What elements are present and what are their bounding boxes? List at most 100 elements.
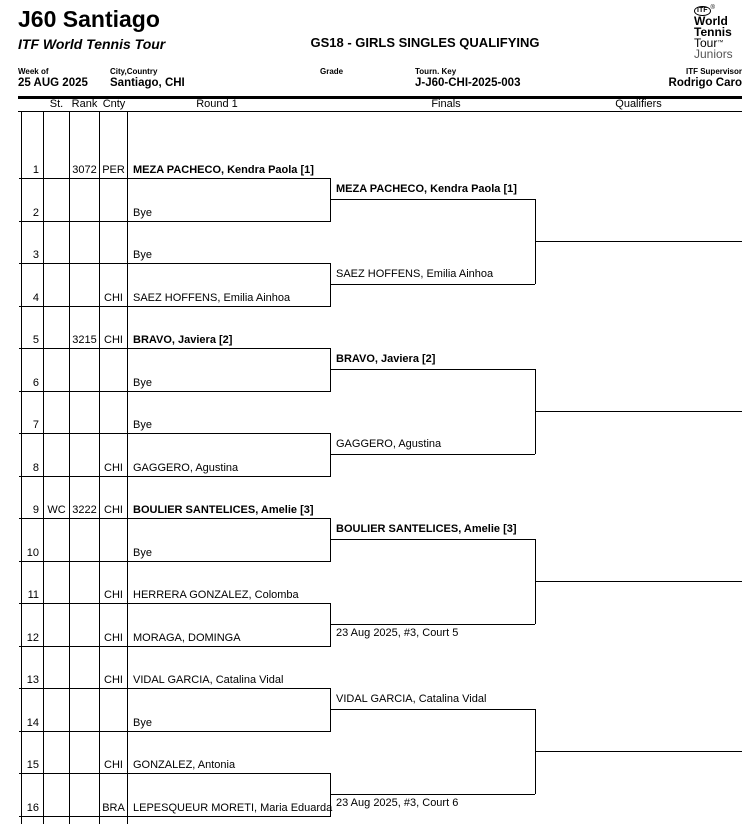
row-country: CHI [104, 589, 123, 601]
row-position: 3 [32, 249, 39, 261]
draw-row-6: 6 Bye [19, 374, 331, 392]
itf-juniors-logo: ITF® World Tennis Tour™ Juniors [694, 3, 754, 60]
row-country: PER [102, 164, 125, 176]
bracket-connector-r1-m7 [330, 688, 331, 731]
tourn-key-label: Tourn. Key [415, 67, 457, 76]
bracket-connector-r1-m1 [330, 178, 331, 221]
finals-entry: VIDAL GARCIA, Catalina Vidal [336, 693, 487, 705]
logo-word-tennis: Tennis [694, 25, 732, 39]
row-position: 4 [32, 292, 39, 304]
row-rank: 3072 [72, 164, 97, 176]
header-underline [18, 111, 742, 112]
qualifier-slot-line-2 [535, 411, 742, 412]
column-header-rank: Rank [71, 98, 98, 110]
row-position: 13 [26, 674, 39, 686]
row-country: CHI [104, 674, 123, 686]
draw-row-7: 7 Bye [19, 416, 331, 434]
player-name: GAGGERO, Agustina [133, 462, 239, 474]
finals-slot-line-6 [331, 624, 535, 625]
row-country: BRA [102, 802, 125, 814]
finals-entry: BRAVO, Javiera [2] [336, 353, 436, 365]
bracket-connector-r1-m3 [330, 348, 331, 391]
finals-entry: BOULIER SANTELICES, Amelie [3] [336, 523, 517, 535]
finals-slot-line-7 [331, 709, 535, 710]
finals-slot-line-1 [331, 199, 535, 200]
finals-slot-line-2 [331, 284, 535, 285]
bracket-connector-r1-m4 [330, 433, 331, 476]
week-of-value: 25 AUG 2025 [18, 77, 88, 89]
draw-row-14: 14 Bye [19, 714, 331, 732]
bracket-connector-r1-m2 [330, 263, 331, 306]
row-country: CHI [104, 334, 123, 346]
row-position: 15 [26, 759, 39, 771]
player-name: SAEZ HOFFENS, Emilia Ainhoa [133, 292, 291, 304]
row-country: CHI [104, 759, 123, 771]
logo-word-juniors: Juniors [694, 47, 733, 61]
finals-slot-line-3 [331, 369, 535, 370]
player-name: BRAVO, Javiera [2] [133, 334, 233, 346]
column-header-round1: Round 1 [196, 98, 238, 110]
row-position: 14 [26, 717, 39, 729]
column-header-finals: Finals [431, 98, 461, 110]
row-position: 6 [32, 377, 39, 389]
row-position: 5 [32, 334, 39, 346]
event-title: GS18 - GIRLS SINGLES QUALIFYING [310, 35, 540, 50]
finals-entry: SAEZ HOFFENS, Emilia Ainhoa [336, 268, 494, 280]
draw-row-8: 8 CHI GAGGERO, Agustina [19, 459, 331, 477]
finals-entry: GAGGERO, Agustina [336, 438, 442, 450]
page-title: J60 Santiago [18, 6, 160, 32]
draw-row-1: 1 3072 PER MEZA PACHECO, Kendra Paola [1… [19, 161, 331, 179]
row-position: 12 [26, 632, 39, 644]
column-header-qualifiers: Qualifiers [615, 98, 662, 110]
row-position: 9 [32, 504, 39, 516]
player-name: LEPESQUEUR MORETI, Maria Eduarda [133, 802, 333, 814]
logo-word-tour: Tour™ [694, 36, 724, 50]
bracket-connector-r1-m5 [330, 518, 331, 561]
player-name: Bye [133, 207, 152, 219]
draw-row-15: 15 CHI GONZALEZ, Antonia [19, 756, 331, 774]
finals-slot-line-4 [331, 454, 535, 455]
column-line-rank [69, 112, 70, 824]
row-status: WC [47, 504, 66, 516]
match-schedule: 23 Aug 2025, #3, Court 6 [336, 797, 459, 809]
player-name: GONZALEZ, Antonia [133, 759, 236, 771]
match-schedule: 23 Aug 2025, #3, Court 5 [336, 627, 459, 639]
row-rank: 3222 [72, 504, 97, 516]
player-name: Bye [133, 419, 152, 431]
tour-label: ITF World Tennis Tour [18, 36, 166, 52]
itf-mark: ITF® [694, 3, 754, 16]
column-header-cnty: Cnty [102, 98, 126, 110]
row-rank: 3215 [72, 334, 97, 346]
draw-row-12: 12 CHI MORAGA, DOMINGA [19, 629, 331, 647]
draw-row-3: 3 Bye [19, 246, 331, 264]
draw-row-10: 10 Bye [19, 544, 331, 562]
row-position: 2 [32, 207, 39, 219]
player-name: Bye [133, 717, 152, 729]
city-country-value: Santiago, CHI [110, 77, 185, 89]
week-of-label: Week of [18, 67, 49, 76]
draw-row-4: 4 CHI SAEZ HOFFENS, Emilia Ainhoa [19, 289, 331, 307]
bracket-connector-r1-m8 [330, 773, 331, 816]
supervisor-label: ITF Supervisor [685, 67, 742, 76]
draw-row-16: 16 BRA LEPESQUEUR MORETI, Maria Eduarda [19, 799, 333, 817]
row-country: CHI [104, 504, 123, 516]
grade-label: Grade [320, 67, 344, 76]
draw-row-11: 11 CHI HERRERA GONZALEZ, Colomba [19, 586, 331, 604]
player-name: MORAGA, DOMINGA [133, 632, 241, 644]
row-country: CHI [104, 292, 123, 304]
player-name: Bye [133, 377, 152, 389]
row-position: 8 [32, 462, 39, 474]
column-line-st [43, 112, 44, 824]
row-position: 16 [26, 802, 39, 814]
row-country: CHI [104, 632, 123, 644]
tourn-key-value: J-J60-CHI-2025-003 [415, 77, 521, 89]
finals-slot-line-5 [331, 539, 535, 540]
player-name: BOULIER SANTELICES, Amelie [3] [133, 504, 314, 516]
row-position: 7 [32, 419, 39, 431]
qualifier-slot-line-1 [535, 241, 742, 242]
qualifier-slot-line-3 [535, 581, 742, 582]
draw-row-2: 2 Bye [19, 204, 331, 222]
player-name: HERRERA GONZALEZ, Colomba [133, 589, 299, 601]
city-country-label: City,Country [110, 67, 158, 76]
supervisor-value: Rodrigo Caro [668, 77, 742, 89]
